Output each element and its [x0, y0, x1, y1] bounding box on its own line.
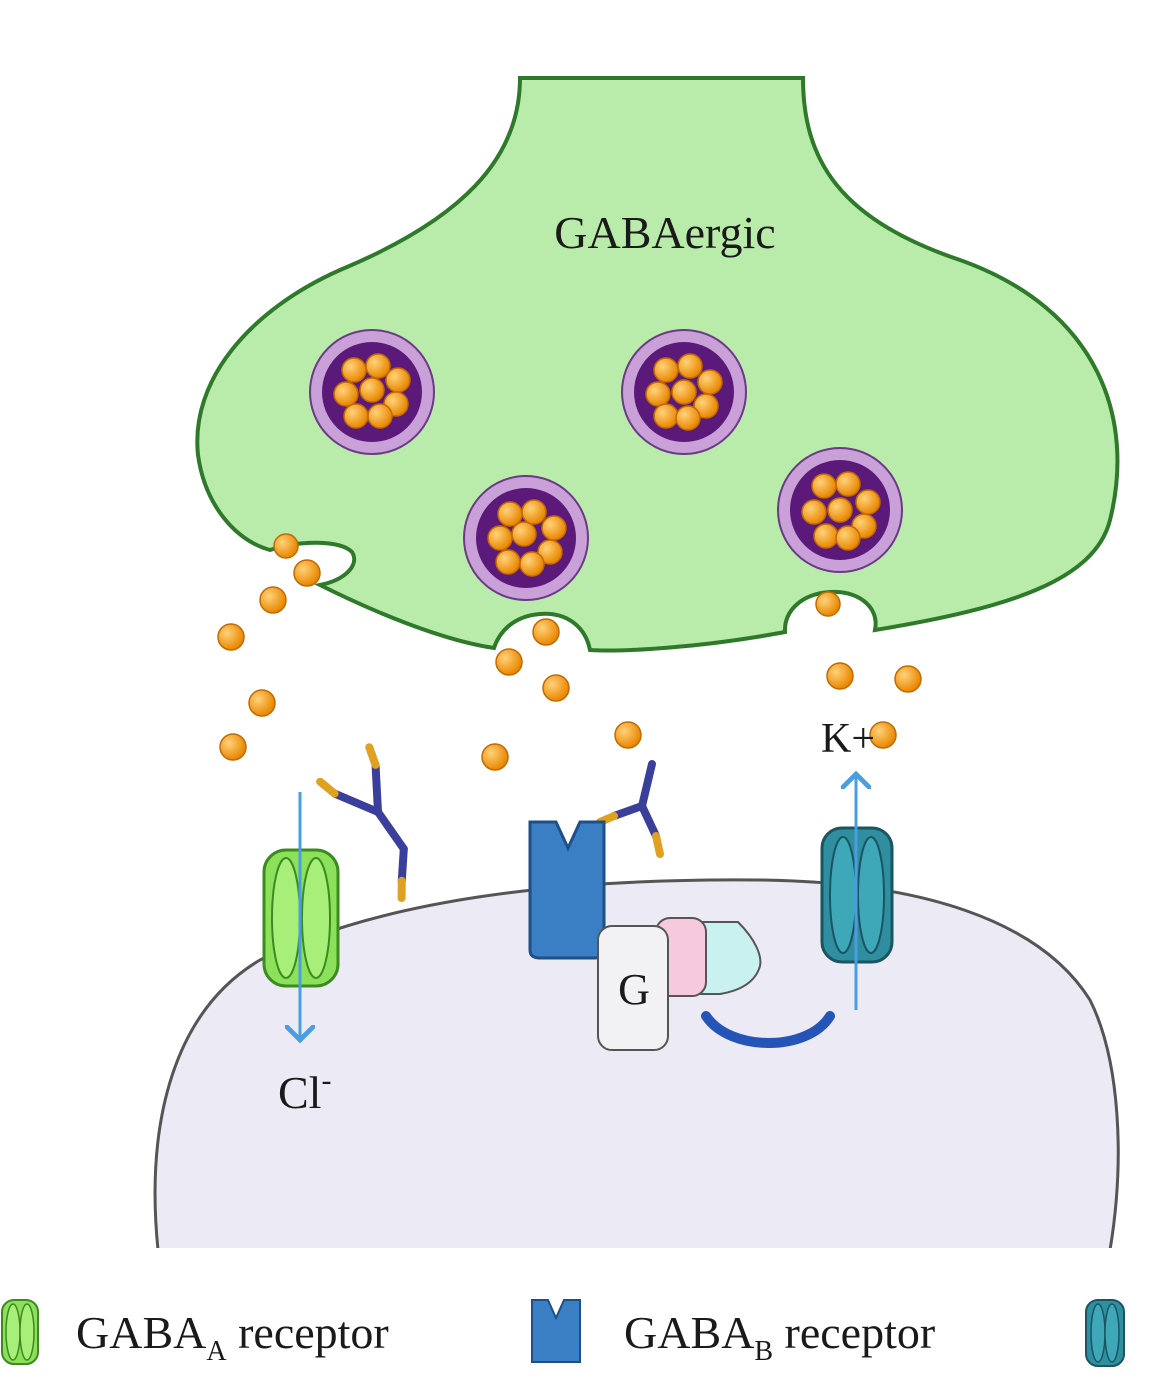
- gaba-molecule: [815, 591, 841, 617]
- legend-item-gaba-b: GABAB receptor: [624, 1307, 935, 1367]
- chloride-label: Cl-: [278, 1064, 331, 1118]
- postsynaptic-bottom-cover: [140, 1248, 1130, 1278]
- gaba-molecule: [481, 743, 509, 771]
- presynaptic-label: GABAergic: [554, 207, 775, 258]
- antibody: [596, 760, 664, 858]
- g-protein: G: [597, 917, 762, 1051]
- potassium-label: K+: [821, 716, 875, 762]
- gaba-molecule: [248, 689, 276, 717]
- synaptic-vesicles: [309, 329, 903, 601]
- potassium-channel-icon: [1085, 1299, 1125, 1367]
- gaba-molecule: [532, 618, 560, 646]
- gaba-a-receptor-icon: [1, 1299, 39, 1365]
- gaba-molecule: [219, 733, 247, 761]
- gaba-molecule: [293, 559, 321, 587]
- gaba-molecule: [894, 665, 922, 693]
- antibody: [316, 743, 408, 903]
- vesicle: [777, 447, 903, 573]
- legend-item-gaba-a: GABAA receptor: [76, 1307, 389, 1367]
- gaba-molecule: [273, 533, 299, 559]
- postsynaptic-neuron: [153, 878, 1120, 1252]
- signaling-arc: [701, 1011, 835, 1048]
- gaba-molecule: [217, 623, 245, 651]
- gaba-b-receptor-icon: [531, 1299, 581, 1363]
- legend: GABAA receptor GABAB receptor: [1, 1299, 1125, 1367]
- gaba-molecule: [495, 648, 523, 676]
- gaba-molecule: [869, 721, 897, 749]
- gaba-molecules: [217, 533, 922, 771]
- gaba-b-receptor: [528, 820, 606, 960]
- gaba-molecule: [826, 662, 854, 690]
- vesicle: [463, 475, 589, 601]
- gaba-molecule: [259, 586, 287, 614]
- vesicle: [309, 329, 435, 455]
- gaba-molecule: [542, 674, 570, 702]
- g-protein-label: G: [618, 965, 650, 1014]
- vesicle: [621, 329, 747, 455]
- gaba-molecule: [614, 721, 642, 749]
